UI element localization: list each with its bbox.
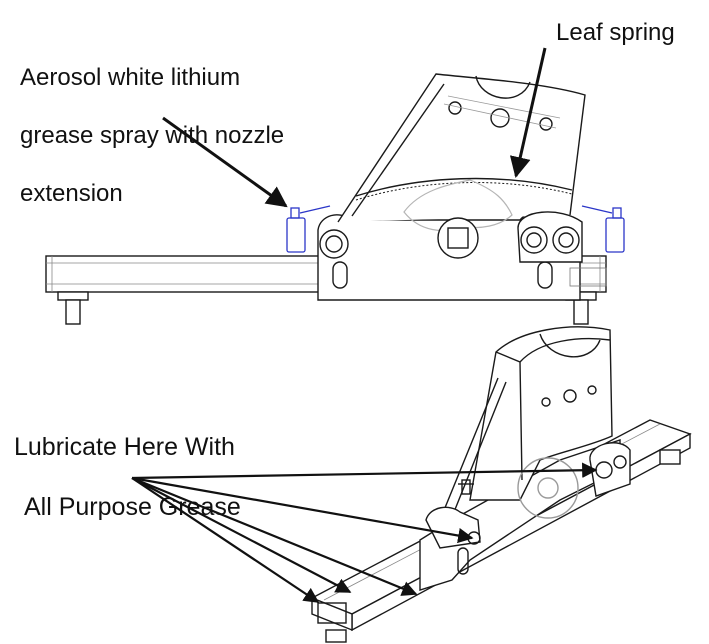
top-center-pivot <box>437 217 479 259</box>
top-head-plate <box>337 73 586 223</box>
right-spray-can <box>581 205 625 253</box>
lubricate-label-line-1: Lubricate Here With <box>14 433 235 461</box>
top-left-pivot <box>319 229 349 259</box>
bottom-right-pivot-b <box>613 455 627 469</box>
aerosol-arrow <box>162 116 288 208</box>
top-side-view <box>45 73 607 325</box>
lubricate-label: Lubricate Here With All Purpose Grease <box>14 402 241 552</box>
leaf-spring-arrow <box>509 47 547 179</box>
lube-arrow-right-pivot <box>131 462 598 480</box>
top-right-foot <box>565 291 597 325</box>
left-spray-can <box>286 205 331 253</box>
lubricate-label-line-2: All Purpose Grease <box>24 493 241 521</box>
bottom-iso-view <box>310 326 692 643</box>
bottom-head-plate <box>469 326 613 501</box>
top-left-slot <box>332 261 348 289</box>
aerosol-label-line-2: grease spray with nozzle <box>20 122 285 149</box>
top-right-pivot-a <box>520 226 548 254</box>
top-left-foot <box>57 291 89 325</box>
aerosol-label: Aerosol white lithium grease spray with … <box>20 34 284 237</box>
lube-arrow-rail-3 <box>131 477 320 603</box>
leaf-spring <box>355 177 573 197</box>
lubricate-arrows <box>131 462 598 603</box>
top-right-pivot-b <box>552 226 580 254</box>
bottom-center-pivot <box>517 457 579 519</box>
lube-arrow-rail-1 <box>131 476 418 596</box>
aerosol-label-line-1: Aerosol white lithium <box>20 64 241 91</box>
leaf-spring-label: Leaf spring <box>556 19 675 46</box>
lube-arrow-left-pivot <box>131 476 474 544</box>
aerosol-label-line-3: extension <box>20 180 123 207</box>
lube-arrow-rail-2 <box>131 477 352 593</box>
